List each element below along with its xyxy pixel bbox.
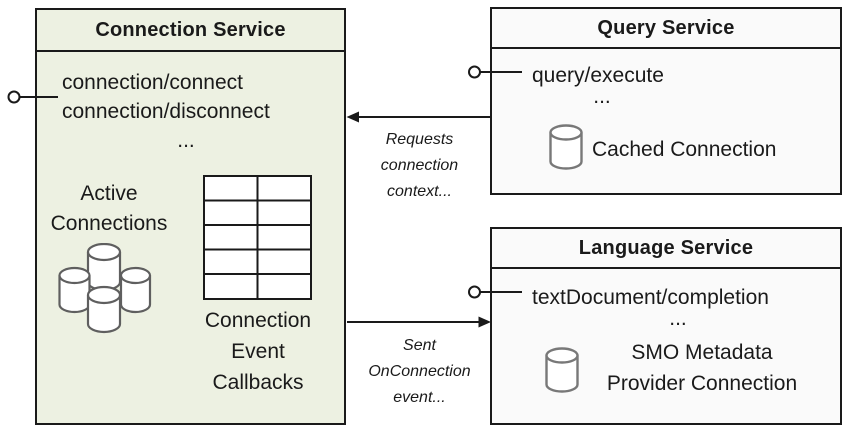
method-query-execute: query/execute xyxy=(532,64,664,87)
active-connections-label: Active Connections xyxy=(50,182,168,235)
method-connection-disconnect: connection/disconnect xyxy=(62,100,270,123)
database-icon xyxy=(549,124,583,170)
more-methods-ellipsis: ... xyxy=(177,129,195,152)
connection-service-box: Connection Service connection/connect co… xyxy=(35,8,346,425)
connection-service-methods: connection/connect connection/disconnect… xyxy=(62,68,310,155)
method-textdocument-completion: textDocument/completion xyxy=(532,286,769,309)
query-service-box: Query Service query/execute ... Cached C… xyxy=(490,7,842,195)
more-methods-ellipsis: ... xyxy=(593,85,611,108)
method-connection-connect: connection/connect xyxy=(62,71,243,94)
more-methods-ellipsis: ... xyxy=(669,307,687,330)
requests-arrow-label: Requests connection context... xyxy=(380,131,459,200)
smo-metadata-provider-connection-label: SMO Metadata Provider Connection xyxy=(606,341,798,395)
requests-connection-context-arrow xyxy=(346,111,490,123)
cached-connection-label: Cached Connection xyxy=(592,138,777,161)
table-grid-icon xyxy=(203,175,312,300)
database-icon xyxy=(545,347,579,393)
language-service-box: Language Service textDocument/completion… xyxy=(490,227,842,425)
database-cluster-icon xyxy=(58,243,152,334)
language-service-title: Language Service xyxy=(492,229,840,269)
connection-event-callbacks-label: Connection Event Callbacks xyxy=(204,309,312,394)
connection-service-title: Connection Service xyxy=(37,10,344,52)
sent-arrow-label: Sent OnConnection event... xyxy=(368,337,471,406)
sent-onconnection-event-arrow xyxy=(347,316,491,328)
query-service-title: Query Service xyxy=(492,9,840,49)
